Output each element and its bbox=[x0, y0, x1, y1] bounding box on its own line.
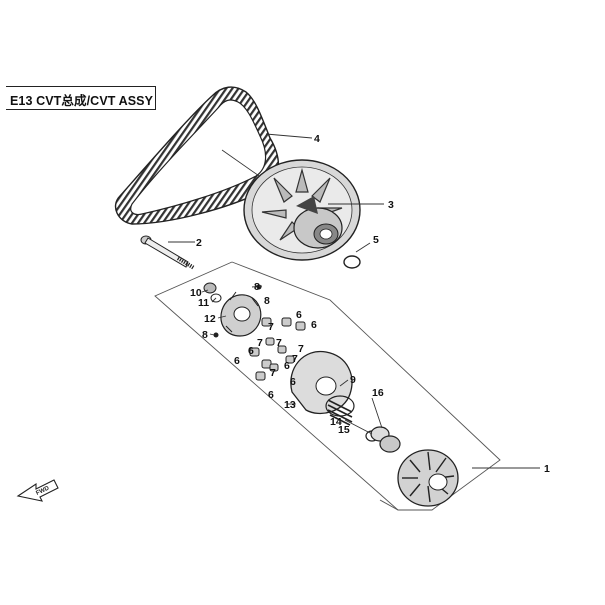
callout-11: 11 bbox=[198, 297, 209, 309]
driven-pulley bbox=[243, 159, 361, 261]
roller-weights bbox=[249, 317, 306, 381]
callout-14: 14 bbox=[330, 416, 342, 428]
pin-8b bbox=[213, 332, 219, 338]
callout-6g: 6 bbox=[284, 360, 290, 372]
callout-15: 15 bbox=[338, 424, 350, 436]
spider-plate bbox=[220, 291, 262, 337]
callout-6c: 6 bbox=[248, 345, 254, 357]
callout-16: 16 bbox=[372, 387, 384, 399]
callout-8b: 8 bbox=[264, 295, 270, 307]
title-frame bbox=[6, 86, 156, 110]
callout-6a: 6 bbox=[296, 309, 302, 321]
callout-2: 2 bbox=[196, 237, 202, 249]
callout-7d: 7 bbox=[298, 343, 304, 355]
fwd-arrow-icon: FWD bbox=[16, 479, 59, 502]
drive-belt bbox=[114, 86, 280, 225]
callout-7f: 7 bbox=[270, 367, 276, 379]
fwd-label: FWD bbox=[35, 485, 51, 496]
callout-6b: 6 bbox=[311, 319, 317, 331]
fixed-sheave bbox=[397, 449, 459, 507]
movable-sheave bbox=[290, 350, 353, 415]
callout-13: 13 bbox=[284, 399, 296, 411]
bearing-16 bbox=[379, 435, 401, 453]
leader-lines bbox=[168, 133, 540, 469]
callout-3: 3 bbox=[388, 199, 394, 211]
clutch-spring bbox=[325, 395, 355, 426]
callout-6d: 6 bbox=[234, 355, 240, 367]
callout-8a: 8 bbox=[254, 281, 260, 293]
bolt bbox=[140, 235, 196, 270]
callout-8c: 8 bbox=[202, 329, 208, 341]
callout-6f: 6 bbox=[268, 389, 274, 401]
callout-7b: 7 bbox=[257, 337, 263, 349]
callout-6e: 6 bbox=[290, 376, 296, 388]
callout-1: 1 bbox=[544, 463, 550, 475]
o-ring bbox=[343, 255, 361, 269]
callout-4: 4 bbox=[314, 133, 320, 145]
callout-10: 10 bbox=[190, 287, 202, 299]
callout-7a: 7 bbox=[268, 321, 274, 333]
callout-7c: 7 bbox=[276, 337, 282, 349]
callout-9: 9 bbox=[350, 374, 356, 386]
callout-12: 12 bbox=[204, 313, 216, 325]
callout-7e: 7 bbox=[292, 353, 298, 365]
diagram-title: E13 CVT总成/CVT ASSY bbox=[10, 94, 154, 108]
callout-5: 5 bbox=[373, 234, 379, 246]
